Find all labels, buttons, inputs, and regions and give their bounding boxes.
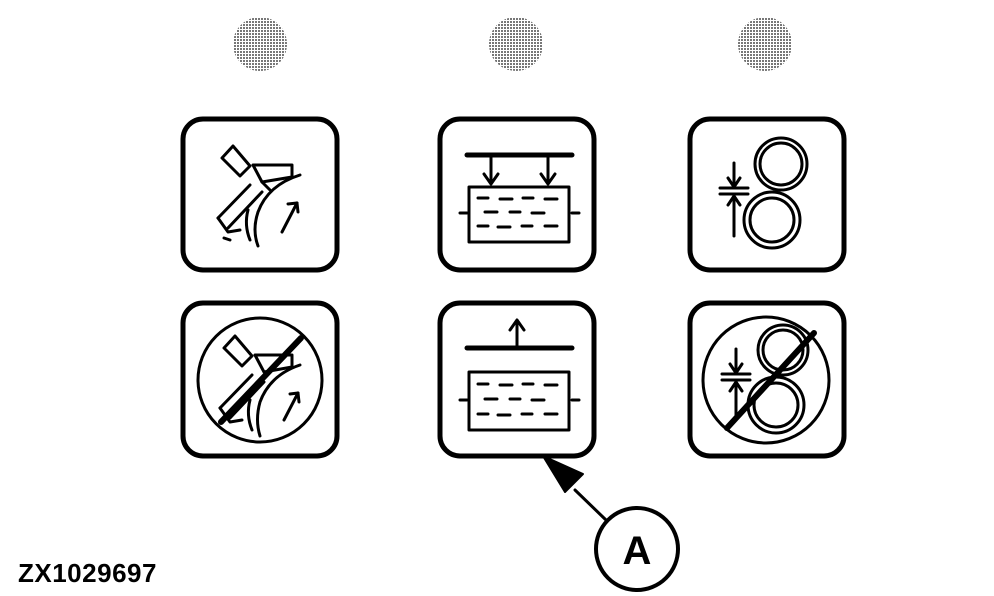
roll-pressure-icon bbox=[718, 136, 809, 250]
indicator-light-center bbox=[489, 17, 543, 71]
float-raise-button[interactable] bbox=[437, 300, 597, 459]
float-lower-icon bbox=[458, 152, 581, 244]
callout-letter: A bbox=[623, 529, 652, 573]
header-disengage-icon bbox=[196, 316, 324, 444]
roll-pressure-off-icon bbox=[701, 315, 831, 445]
float-raise-icon bbox=[458, 318, 581, 432]
roll-pressure-decrease-button[interactable] bbox=[687, 300, 847, 459]
figure-id-label: ZX1029697 bbox=[18, 558, 157, 588]
indicator-light-left bbox=[233, 17, 287, 71]
float-lower-button[interactable] bbox=[437, 116, 597, 273]
roll-pressure-increase-button[interactable] bbox=[687, 116, 847, 273]
header-disengage-button[interactable] bbox=[180, 300, 340, 459]
header-engage-button[interactable] bbox=[180, 116, 340, 273]
callout-a bbox=[542, 455, 680, 592]
header-engage-icon bbox=[216, 144, 302, 248]
indicator-light-right bbox=[738, 17, 792, 71]
indicator-lights bbox=[233, 17, 792, 71]
